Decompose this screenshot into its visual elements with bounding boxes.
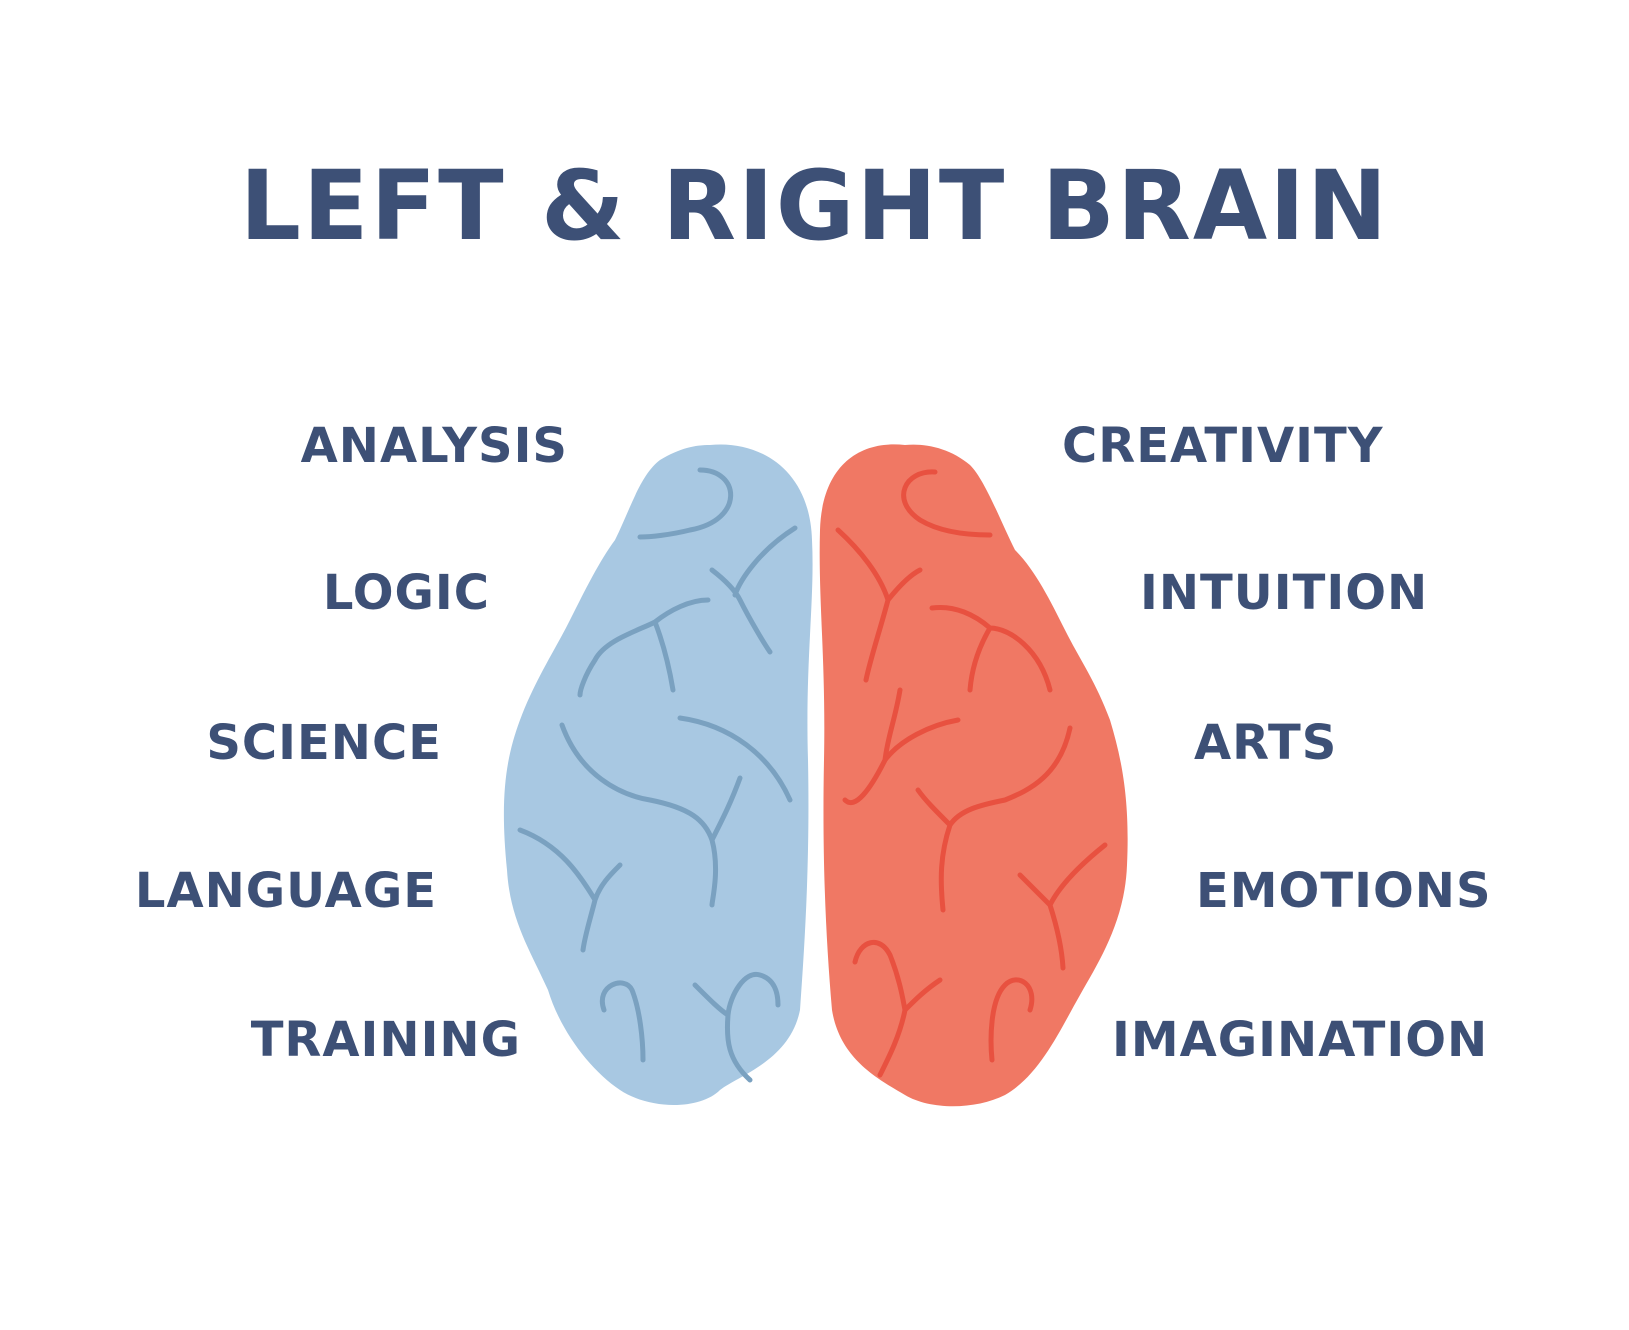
left-label-language: LANGUAGE (134, 863, 437, 919)
right-label-emotions: EMOTIONS (1196, 863, 1492, 919)
left-label-analysis: ANALYSIS (300, 418, 568, 474)
left-label-training: TRAINING (250, 1012, 521, 1068)
page-title: LEFT & RIGHT BRAIN (239, 150, 1390, 262)
right-label-arts: ARTS (1194, 715, 1338, 771)
right-label-imagination: IMAGINATION (1112, 1012, 1489, 1068)
right-hemisphere (819, 444, 1128, 1107)
left-label-logic: LOGIC (322, 565, 490, 621)
left-hemisphere (503, 444, 813, 1106)
right-label-creativity: CREATIVITY (1062, 418, 1384, 474)
left-label-science: SCIENCE (206, 715, 442, 771)
right-label-intuition: INTUITION (1140, 565, 1429, 621)
